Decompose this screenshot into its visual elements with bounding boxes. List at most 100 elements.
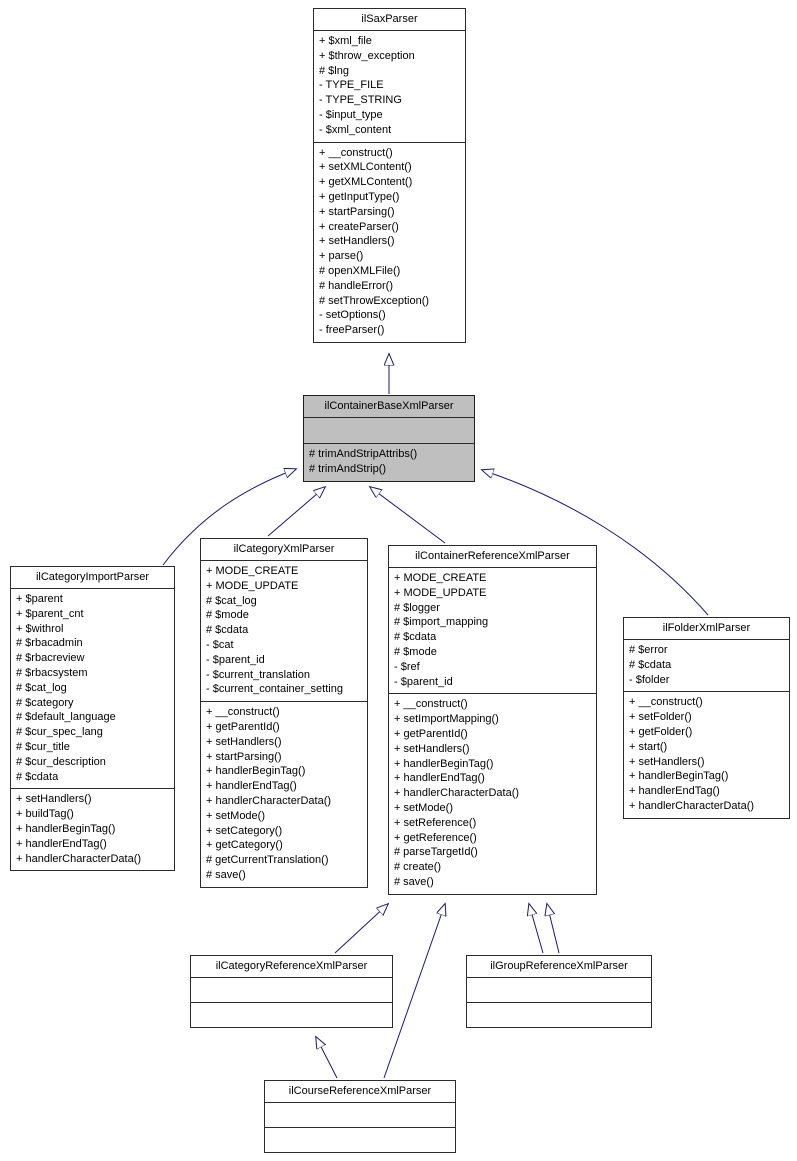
class-title: ilCategoryXmlParser — [201, 539, 367, 561]
class-member: + getParentId() — [394, 727, 468, 740]
class-box-ilcategoryxmlparser[interactable]: ilCategoryXmlParser + MODE_CREATE + MODE_… — [200, 538, 368, 888]
class-title: ilCourseReferenceXmlParser — [265, 1081, 455, 1103]
class-member: # $logger — [394, 601, 440, 614]
class-methods: + __construct()+ setImportMapping()+ get… — [389, 693, 596, 893]
class-member: + setReference() — [394, 816, 477, 829]
class-member: # parseTargetId() — [394, 846, 478, 859]
class-attributes — [265, 1103, 455, 1127]
class-box-ilcontainerbasexmlparser[interactable]: ilContainerBaseXmlParser # trimAndStripA… — [303, 395, 475, 482]
class-member: + handlerBeginTag() — [16, 822, 116, 835]
class-member: + setHandlers() — [16, 793, 92, 806]
class-member: + __construct() — [629, 696, 703, 709]
class-member: + MODE_CREATE — [206, 565, 299, 577]
class-member: + setImportMapping() — [394, 713, 499, 726]
class-member: - $xml_content — [319, 123, 392, 136]
class-member: # $rbacadmin — [16, 637, 83, 650]
class-box-ilsaxparser[interactable]: ilSaxParser + $xml_file+ $throw_exceptio… — [313, 8, 466, 343]
class-attributes: # $error# $cdata- $folder — [624, 640, 789, 691]
class-attributes — [467, 978, 651, 1002]
class-member: - TYPE_STRING — [319, 94, 402, 107]
class-member: + MODE_UPDATE — [206, 579, 299, 592]
class-member: # openXMLFile() — [319, 264, 401, 277]
class-box-ilfolderxmlparser[interactable]: ilFolderXmlParser # $error# $cdata- $fol… — [623, 617, 790, 819]
class-title: ilCategoryImportParser — [11, 567, 174, 589]
class-member: # $import_mapping — [394, 616, 489, 629]
class-member: - $input_type — [319, 108, 383, 121]
class-methods — [191, 1002, 392, 1027]
class-member: + handlerCharacterData() — [16, 852, 142, 865]
class-member: + setXMLContent() — [319, 161, 412, 174]
inheritance-arrow-groupreference-to-containerreference-1 — [529, 904, 544, 954]
class-member: # $cdata — [16, 770, 59, 783]
class-member: - freeParser() — [319, 324, 385, 337]
class-member: + $parent_cnt — [16, 607, 84, 620]
inheritance-arrow-categoryimport-to-containerbase — [162, 469, 296, 566]
class-member: + setHandlers() — [394, 742, 470, 755]
class-member: # $cat_log — [206, 594, 257, 607]
class-member: + __construct() — [206, 706, 280, 719]
class-member: + setMode() — [394, 801, 453, 814]
class-member: + setHandlers() — [319, 235, 395, 248]
class-member: + startParsing() — [319, 205, 395, 218]
class-member: # save() — [394, 875, 434, 888]
class-attributes: + MODE_CREATE+ MODE_UPDATE# $logger# $im… — [389, 568, 596, 693]
class-member: + getReference() — [394, 831, 477, 844]
class-member: + handlerBeginTag() — [629, 770, 729, 783]
class-member: # $category — [16, 696, 74, 709]
class-member: + $withrol — [16, 622, 64, 635]
class-member: - $folder — [629, 673, 670, 686]
class-member: # $default_language — [16, 711, 116, 724]
class-member: + getCategory() — [206, 839, 283, 852]
class-member: # $cur_title — [16, 740, 70, 753]
inheritance-arrow-coursereference-to-categoryreference — [316, 1037, 338, 1079]
class-methods: + __construct()+ getParentId()+ setHandl… — [201, 701, 367, 887]
class-box-ilgroupreferencexmlparser[interactable]: ilGroupReferenceXmlParser — [466, 955, 652, 1028]
class-member: + MODE_UPDATE — [394, 586, 487, 599]
class-member: + handlerCharacterData() — [394, 787, 520, 800]
class-member: - $parent_id — [206, 653, 265, 666]
class-member: + setHandlers() — [629, 755, 705, 768]
class-member: # $rbacsystem — [16, 666, 88, 679]
class-member: - $current_translation — [206, 668, 310, 681]
class-methods: # trimAndStripAttribs()# trimAndStrip() — [304, 443, 474, 481]
class-attributes — [304, 418, 474, 443]
class-methods: + __construct()+ setFolder()+ getFolder(… — [624, 691, 789, 817]
class-member: + $throw_exception — [319, 49, 415, 62]
class-methods: + __construct()+ setXMLContent()+ getXML… — [314, 141, 465, 342]
class-member: + createParser() — [319, 220, 399, 233]
class-box-ilcategoryimportparser[interactable]: ilCategoryImportParser + $parent+ $paren… — [10, 566, 175, 872]
class-member: + getInputType() — [319, 190, 400, 203]
class-member: # $cur_spec_lang — [16, 726, 103, 739]
class-member: + handlerCharacterData() — [629, 799, 755, 812]
class-attributes: + $parent + $parent_cnt + $withrol # $rbaca… — [11, 589, 174, 788]
class-box-ilcoursereferencexmlparser[interactable]: ilCourseReferenceXmlParser — [264, 1080, 456, 1153]
class-box-ilcategoryreferencexmlparser[interactable]: ilCategoryReferenceXmlParser — [190, 955, 393, 1028]
class-member: # trimAndStrip() — [309, 462, 387, 475]
class-title: ilSaxParser — [314, 9, 465, 31]
class-member: + setHandlers() — [206, 735, 282, 748]
class-member: + startParsing() — [206, 750, 282, 763]
inheritance-arrow-groupreference-to-containerreference-2 — [547, 904, 560, 954]
class-member: + handlerBeginTag() — [206, 765, 306, 778]
class-member: # $lng — [319, 64, 349, 77]
class-member: + __construct() — [394, 698, 468, 711]
class-member: - setOptions() — [319, 309, 386, 322]
class-member: # setThrowException() — [319, 294, 430, 307]
inheritance-arrow-categoryxml-to-containerbase — [267, 487, 325, 537]
class-title: ilGroupReferenceXmlParser — [467, 956, 651, 978]
class-member: + handlerEndTag() — [206, 780, 297, 793]
class-member: + setFolder() — [629, 711, 692, 724]
class-member: + handlerCharacterData() — [206, 794, 332, 807]
class-box-ilcontainerreferencexmlparser[interactable]: ilContainerReferenceXmlParser + MODE_CRE… — [388, 545, 597, 895]
class-member: # $cat_log — [16, 681, 67, 694]
class-title: ilFolderXmlParser — [624, 618, 789, 640]
class-member: # getCurrentTranslation() — [206, 854, 329, 867]
class-methods — [265, 1127, 455, 1152]
class-member: + handlerEndTag() — [629, 785, 720, 798]
class-member: # $mode — [394, 645, 437, 658]
class-title: ilContainerBaseXmlParser — [304, 396, 474, 418]
class-member: + $parent — [16, 593, 63, 605]
inheritance-arrow-folder-to-containerbase — [482, 470, 709, 616]
class-methods: + setHandlers()+ buildTag()+ handlerBegi… — [11, 788, 174, 870]
